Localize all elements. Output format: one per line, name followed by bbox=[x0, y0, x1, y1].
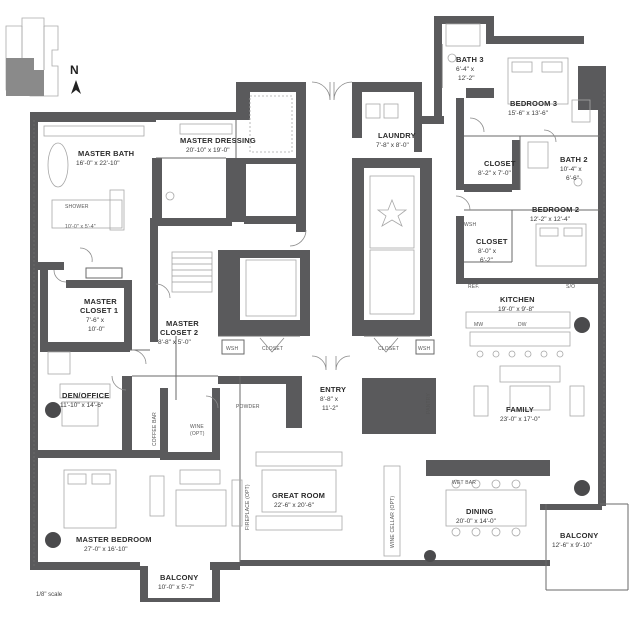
shower-dims: 10'-0" x 5'-4" bbox=[65, 224, 96, 230]
closet-b3-dims: 8'-2" x 7'-0" bbox=[478, 170, 511, 177]
closet-b2-name: CLOSET bbox=[476, 237, 508, 246]
closet-right-label: CLOSET bbox=[378, 346, 399, 352]
bath2-dims-2: 6'-6" bbox=[566, 175, 580, 182]
fixture-labels: WSH CLOSET CLOSET WSH WSH POWDER WINE (O… bbox=[152, 222, 575, 548]
wet-bar-label: WET BAR bbox=[452, 480, 476, 486]
wine-opt-label: (OPT) bbox=[190, 431, 205, 437]
wine-cellar-label: WINE CELLAR (OPT) bbox=[390, 496, 396, 548]
wsh-left-label: WSH bbox=[226, 346, 238, 352]
master-closet2-dims: 8'-8" x 5'-0" bbox=[158, 339, 191, 346]
bath2-dims-1: 10'-4" x bbox=[560, 166, 582, 173]
balcony-bottom-name: BALCONY bbox=[160, 573, 198, 582]
key-plan-thumbnail bbox=[5, 17, 59, 97]
master-closet1-name-2: CLOSET 1 bbox=[80, 306, 118, 315]
balcony-bottom-dims: 10'-0" x 5'-7" bbox=[158, 584, 195, 591]
den-dims: 11'-10" x 14'-6" bbox=[60, 402, 104, 409]
mw-label: MW bbox=[474, 322, 483, 328]
balcony-right-dims: 12'-6" x 9'-10" bbox=[552, 542, 593, 549]
bedroom3-name: BEDROOM 3 bbox=[510, 99, 557, 108]
bedroom2-name: BEDROOM 2 bbox=[532, 205, 579, 214]
master-closet1-dims-1: 7'-6" x bbox=[86, 317, 105, 324]
bath3-dims-1: 6'-4" x bbox=[456, 66, 475, 73]
coffee-bar-label: COFFEE BAR bbox=[152, 412, 158, 446]
dining-dims: 20'-0" x 14'-0" bbox=[456, 518, 497, 525]
den-name: DEN/OFFICE bbox=[62, 391, 109, 400]
north-arrow: N bbox=[70, 63, 81, 94]
family-name: FAMILY bbox=[506, 405, 534, 414]
wine-label: WINE bbox=[190, 424, 204, 430]
master-dressing-name: MASTER DRESSING bbox=[180, 136, 256, 145]
balcony-right-name: BALCONY bbox=[560, 531, 598, 540]
master-bath-dims: 16'-0" x 22'-10" bbox=[76, 160, 120, 167]
master-bedroom-dims: 27'-0" x 16'-10" bbox=[84, 546, 128, 553]
wsh-right-label: WSH bbox=[418, 346, 430, 352]
room-labels: MASTER BATH 16'-0" x 22'-10" SHOWER 10'-… bbox=[60, 55, 598, 591]
fireplace-label: FIREPLACE (OPT) bbox=[245, 484, 251, 530]
pantry-label: PANTRY bbox=[426, 393, 432, 414]
partitions bbox=[33, 44, 629, 591]
entry-dims-2: 11'-2" bbox=[322, 405, 339, 412]
north-label: N bbox=[70, 63, 79, 77]
master-bath-name: MASTER BATH bbox=[78, 149, 134, 158]
laundry-name: LAUNDRY bbox=[378, 131, 416, 140]
master-closet2-name-1: MASTER bbox=[166, 319, 199, 328]
bath3-name: BATH 3 bbox=[456, 55, 484, 64]
kitchen-name: KITCHEN bbox=[500, 295, 535, 304]
family-dims: 23'-0" x 17'-0" bbox=[500, 416, 541, 423]
master-closet2-name-2: CLOSET 2 bbox=[160, 328, 198, 337]
entry-name: ENTRY bbox=[320, 385, 346, 394]
scale-note: 1/8" scale bbox=[36, 592, 63, 598]
master-closet1-name-1: MASTER bbox=[84, 297, 117, 306]
kitchen-dims: 19'-0" x 9'-8" bbox=[498, 306, 535, 313]
great-room-name: GREAT ROOM bbox=[272, 491, 325, 500]
bedroom3-dims: 15'-6" x 13'-6" bbox=[508, 110, 549, 117]
entry-dims-1: 8'-8" x bbox=[320, 396, 339, 403]
bath3-dims-2: 12'-2" bbox=[458, 75, 475, 82]
laundry-dims: 7'-8" x 8'-0" bbox=[376, 142, 409, 149]
ref-label: REF. bbox=[468, 284, 480, 290]
bedroom2-dims: 12'-2" x 12'-4" bbox=[530, 216, 571, 223]
closet-b2-dims-1: 8'-0" x bbox=[478, 248, 497, 255]
master-dressing-dims: 20'-10" x 19'-0" bbox=[186, 147, 230, 154]
great-room-dims: 22'-6" x 20'-6" bbox=[274, 502, 315, 509]
so-label: S/O bbox=[566, 284, 575, 290]
doors bbox=[53, 81, 557, 409]
closet-left-label: CLOSET bbox=[262, 346, 283, 352]
north-arrow-icon bbox=[71, 80, 81, 94]
powder-label: POWDER bbox=[236, 404, 260, 410]
master-closet1-dims-2: 10'-0" bbox=[88, 326, 105, 333]
bath2-name: BATH 2 bbox=[560, 155, 588, 164]
closet-b2-dims-2: 6'-2" bbox=[480, 257, 494, 264]
dining-name: DINING bbox=[466, 507, 493, 516]
master-bedroom-name: MASTER BEDROOM bbox=[76, 535, 152, 544]
wsh-b2-label: WSH bbox=[464, 222, 476, 228]
columns bbox=[45, 317, 590, 562]
walls bbox=[30, 16, 606, 602]
closet-b3-name: CLOSET bbox=[484, 159, 516, 168]
dw-label: DW bbox=[518, 322, 527, 328]
shower-name: SHOWER bbox=[65, 204, 89, 210]
furniture bbox=[43, 23, 591, 557]
